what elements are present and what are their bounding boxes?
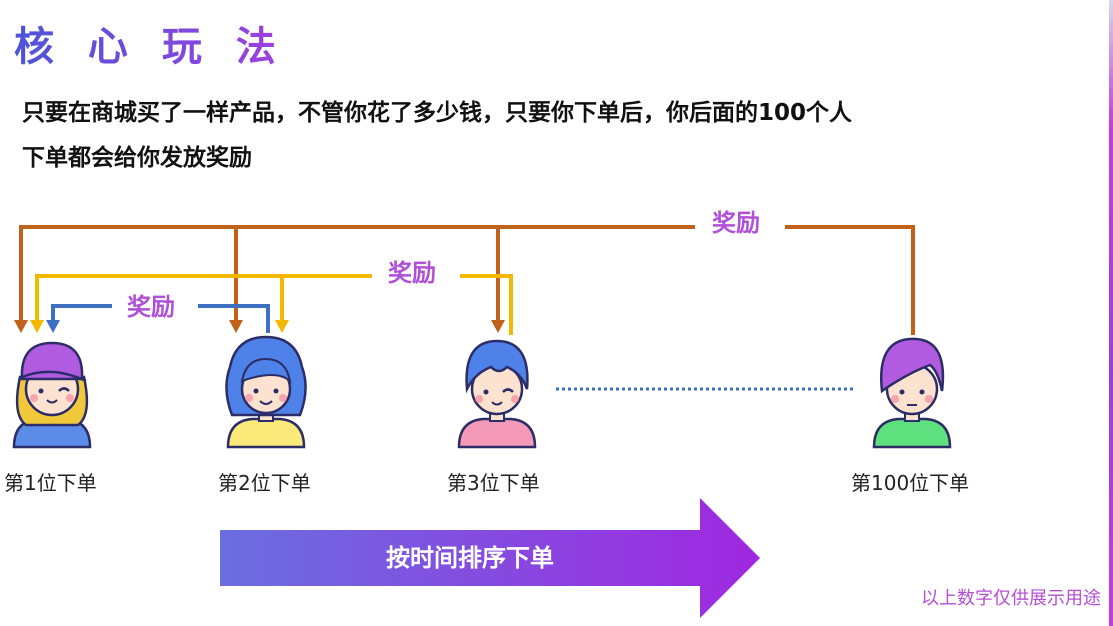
user-1-avatar-icon xyxy=(12,341,92,449)
user-3-label: 第3位下单 xyxy=(447,471,540,495)
page-title: 核 心 玩 法 xyxy=(14,14,286,72)
user-100-avatar-icon xyxy=(872,337,952,449)
reward-label-yellow: 奖励 xyxy=(388,259,436,287)
reward-label-orange: 奖励 xyxy=(712,209,760,237)
reward-connector-yellow xyxy=(35,274,513,335)
timeline-arrow xyxy=(220,498,760,618)
disclaimer-text: 以上数字仅供展示用途 xyxy=(921,588,1101,609)
reward-arrowheads-yellow xyxy=(30,320,289,333)
reward-connector-blue xyxy=(51,304,270,333)
right-edge-accent xyxy=(1109,0,1113,626)
timeline-label: 按时间排序下单 xyxy=(386,544,554,572)
reward-arrowheads-orange xyxy=(14,320,505,333)
user-2-label: 第2位下单 xyxy=(218,471,311,495)
description-line-1: 只要在商城买了一样产品，不管你花了多少钱，只要你下单后，你后面的100个人 xyxy=(22,100,853,126)
user-3-avatar-icon xyxy=(457,339,537,449)
description-line-2: 下单都会给你发放奖励 xyxy=(22,145,252,171)
reward-arrowheads-blue xyxy=(46,320,60,333)
user-1-label: 第1位下单 xyxy=(4,471,97,495)
user-100-label: 第100位下单 xyxy=(851,471,970,495)
reward-label-blue: 奖励 xyxy=(127,293,175,321)
user-2-avatar-icon xyxy=(225,335,307,449)
